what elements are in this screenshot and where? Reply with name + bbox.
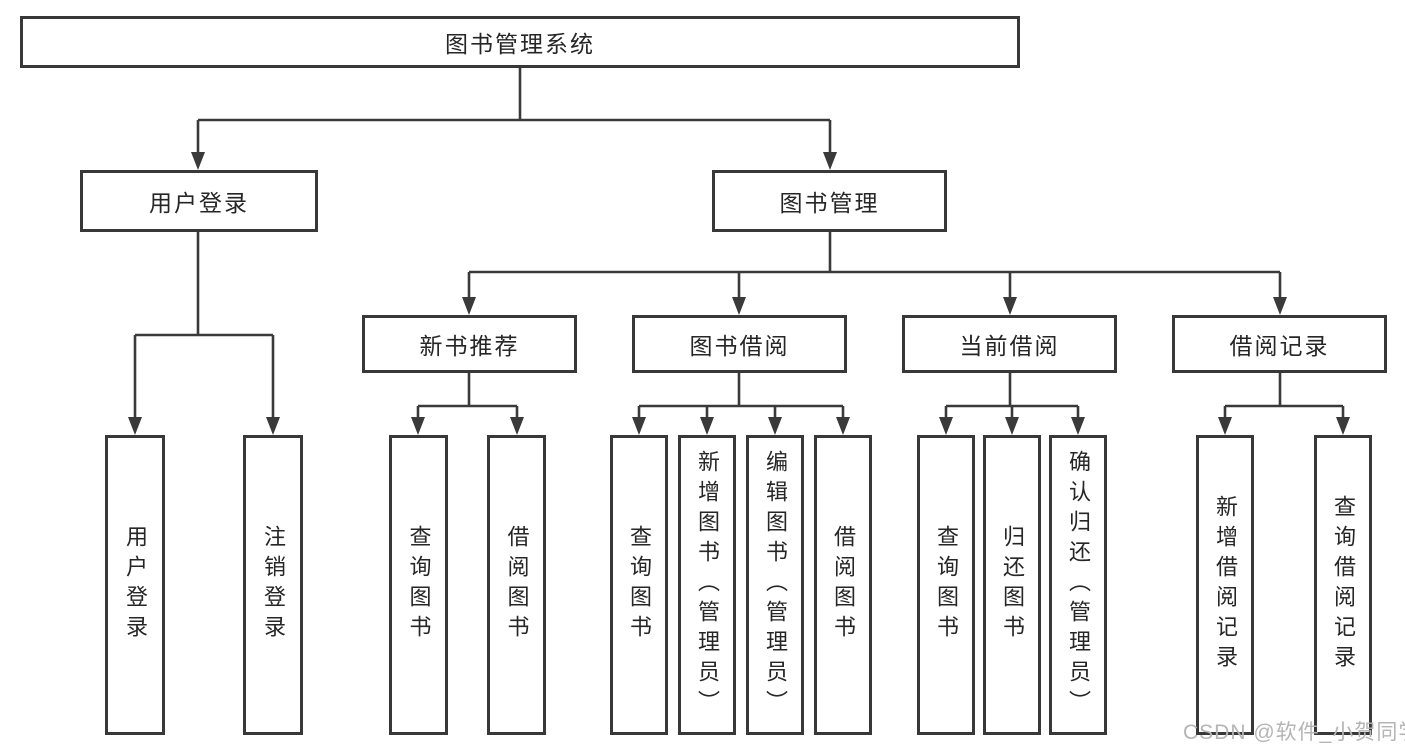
node-confirm-return-admin: 确认归还（管理员） bbox=[1049, 435, 1107, 735]
node-query-books-current: 查询图书 bbox=[917, 435, 975, 735]
node-current-borrowing: 当前借阅 bbox=[902, 315, 1117, 373]
connector-book-borrow-to-leaves bbox=[632, 373, 850, 435]
watermark: CSDN @软件_小贺同学 bbox=[1183, 721, 1405, 744]
node-book-management: 图书管理 bbox=[712, 170, 947, 232]
node-borrow-records: 借阅记录 bbox=[1172, 315, 1387, 373]
node-query-books-borrowing: 查询图书 bbox=[610, 435, 668, 735]
node-user-login-group: 用户登录 bbox=[80, 170, 318, 232]
node-query-books-recommend: 查询图书 bbox=[389, 435, 448, 735]
connector-current-borrow-to-leaves bbox=[939, 373, 1085, 435]
connector-borrow-records-to-leaves bbox=[1218, 373, 1350, 435]
connector-user-login-to-leaves bbox=[128, 232, 280, 435]
node-borrow-books: 借阅图书 bbox=[814, 435, 872, 735]
node-edit-books-admin: 编辑图书（管理员） bbox=[746, 435, 804, 735]
node-add-books-admin: 新增图书（管理员） bbox=[678, 435, 736, 735]
connector-book-mgmt-to-level3 bbox=[462, 232, 1287, 315]
node-return-books: 归还图书 bbox=[983, 435, 1041, 735]
node-user-login: 用户登录 bbox=[105, 435, 165, 735]
node-new-book-recommend: 新书推荐 bbox=[362, 315, 577, 373]
node-query-borrow-record: 查询借阅记录 bbox=[1314, 435, 1372, 735]
connector-root-to-level2 bbox=[191, 68, 837, 170]
node-logout: 注销登录 bbox=[243, 435, 303, 735]
node-add-borrow-record: 新增借阅记录 bbox=[1196, 435, 1254, 735]
node-root-system: 图书管理系统 bbox=[20, 16, 1020, 68]
node-book-borrowing: 图书借阅 bbox=[632, 315, 847, 373]
connector-new-book-to-leaves bbox=[411, 373, 524, 435]
node-borrow-books-recommend: 借阅图书 bbox=[487, 435, 546, 735]
